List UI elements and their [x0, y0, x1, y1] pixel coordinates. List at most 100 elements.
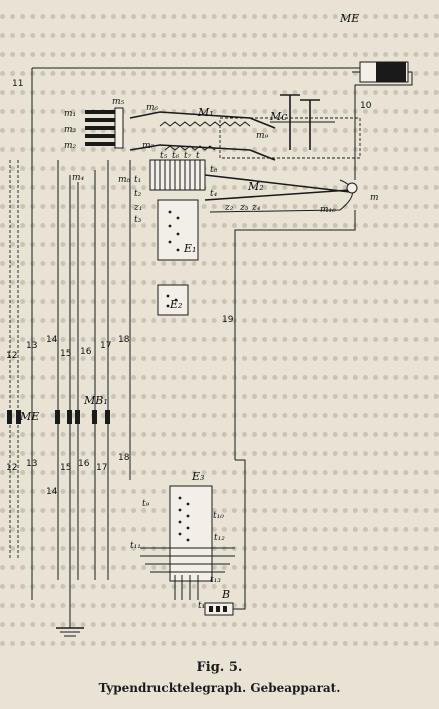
- battery: B: [204, 459, 246, 616]
- label-t12: t₁₂: [214, 533, 225, 543]
- label-battery: B: [221, 588, 230, 601]
- label-wire-11: 11: [12, 79, 23, 89]
- label-m2: m₂: [64, 141, 77, 151]
- label-t9: t₉: [142, 499, 150, 509]
- label-m6: m₆: [146, 103, 159, 113]
- wire-19: 19: [222, 210, 356, 460]
- label-E1: E₁: [183, 242, 196, 255]
- bleed-line: [0, 90, 439, 95]
- bleed-line: [0, 71, 439, 76]
- label-mc: Mc: [269, 110, 287, 123]
- bleed-line: [0, 223, 439, 228]
- label-m4: m₄: [72, 173, 85, 183]
- label-t7: t₇: [184, 151, 192, 161]
- bleed-line: [0, 337, 439, 342]
- bleed-line: [0, 166, 439, 171]
- label-m: m: [370, 193, 379, 203]
- label-t8: t₈: [210, 165, 218, 175]
- bleed-line: [0, 147, 439, 152]
- bleed-line: [0, 375, 439, 380]
- label-t: t: [196, 151, 200, 161]
- dashed-frame: [219, 117, 361, 159]
- label-wire-18-bottom: 18: [118, 453, 130, 463]
- bleed-line: [0, 52, 439, 57]
- bleed-line: [0, 565, 439, 570]
- electromagnet-me-top: ME: [339, 12, 409, 83]
- label-wire-16-bottom: 16: [78, 459, 90, 469]
- bleed-line: [0, 280, 439, 285]
- bleed-line: [0, 242, 439, 247]
- bleed-line: [0, 527, 439, 532]
- label-wire-15-top: 15: [60, 349, 71, 359]
- label-z3: z₃: [239, 203, 249, 213]
- figure-number: Fig. 5.: [196, 660, 243, 675]
- bleed-line: [0, 299, 439, 304]
- type-wheel-e1: E₁: [157, 199, 199, 261]
- label-z4: z₄: [251, 203, 261, 213]
- label-wire-16-top: 16: [80, 347, 92, 357]
- label-t11: t₁₁: [130, 541, 141, 551]
- vertical-wires: 12 13 14 15 16 17 18 12 13 14 15 16 17 1…: [6, 79, 131, 580]
- label-wire-12-top: 12: [6, 351, 17, 361]
- bleed-line: [0, 185, 439, 190]
- bleed-line: [0, 128, 439, 133]
- label-t4: t₄: [210, 189, 218, 199]
- lever-m2: M₂ m m₁₀ m₇: [142, 141, 379, 215]
- label-wire-12-bottom: 12: [6, 463, 17, 473]
- label-M2: M₂: [247, 180, 264, 193]
- contact-mc: Mc 10: [269, 94, 372, 150]
- circuit-diagram: ME m₁ m₃ m₂ m₄ m₅ m₆ m₈ M₁ m₉: [6, 12, 413, 637]
- label-z1: z₁: [133, 203, 142, 213]
- bleed-line: [0, 451, 439, 456]
- bleed-line: [0, 432, 439, 437]
- bleed-line: [0, 508, 439, 513]
- label-mb1: MB₁: [83, 394, 108, 407]
- figure-title: Typendrucktelegraph. Gebeapparat.: [98, 681, 341, 695]
- label-wire-17-top: 17: [100, 341, 111, 351]
- label-E3: E₃: [191, 470, 204, 483]
- label-me-left: ME: [19, 410, 39, 423]
- label-m7: m₇: [142, 141, 155, 151]
- bleed-line: [0, 413, 439, 418]
- label-m5: m₅: [112, 97, 125, 107]
- label-wire-15-bottom: 15: [60, 463, 71, 473]
- bleed-line: [0, 109, 439, 114]
- label-wire-18-top: 18: [118, 335, 130, 345]
- bleed-line: [0, 641, 439, 646]
- bleed-line: [0, 394, 439, 399]
- label-wire-13-bottom: 13: [26, 459, 37, 469]
- comb-lever-m1: M₁ m₉: [129, 106, 276, 161]
- label-t1: t₁: [134, 175, 141, 185]
- label-wire-13-top: 13: [26, 341, 37, 351]
- label-wire-10: 10: [360, 101, 372, 111]
- bleed-line: [0, 318, 439, 323]
- fragment-e2: E₂: [157, 284, 189, 316]
- label-t2: t₂: [134, 189, 142, 199]
- label-m1: m₁: [64, 109, 76, 119]
- label-m3: m₃: [64, 125, 77, 135]
- ground-symbol: [56, 580, 84, 637]
- bleed-line: [0, 261, 439, 266]
- label-wire-17-bottom: 17: [96, 463, 107, 473]
- label-t5: t₅: [160, 151, 168, 161]
- bleed-line: [0, 470, 439, 475]
- label-E2: E₂: [169, 298, 182, 311]
- label-M1: M₁: [197, 106, 214, 119]
- magnet-stack: m₁ m₃ m₂ m₄ m₅ m₆ m₈: [64, 97, 159, 185]
- bleed-line: [0, 33, 439, 38]
- label-wire-14-top: 14: [46, 335, 58, 345]
- label-t13: t₁₃: [210, 575, 221, 585]
- bleed-line: [0, 14, 439, 19]
- label-me-top: ME: [339, 12, 359, 25]
- bleed-line: [0, 356, 439, 361]
- label-z2: z₂: [224, 203, 234, 213]
- label-m10: m₁₀: [320, 205, 336, 215]
- bleed-line: [0, 584, 439, 589]
- bleed-line: [0, 622, 439, 627]
- label-m8: m₈: [118, 175, 131, 185]
- label-t10: t₁₀: [213, 511, 224, 521]
- label-m9: m₉: [256, 131, 269, 141]
- type-wheel-e3: E₃ t₉ t₁₀ t₁₁ t₁₂ t₁₃ t₁₄: [130, 470, 235, 611]
